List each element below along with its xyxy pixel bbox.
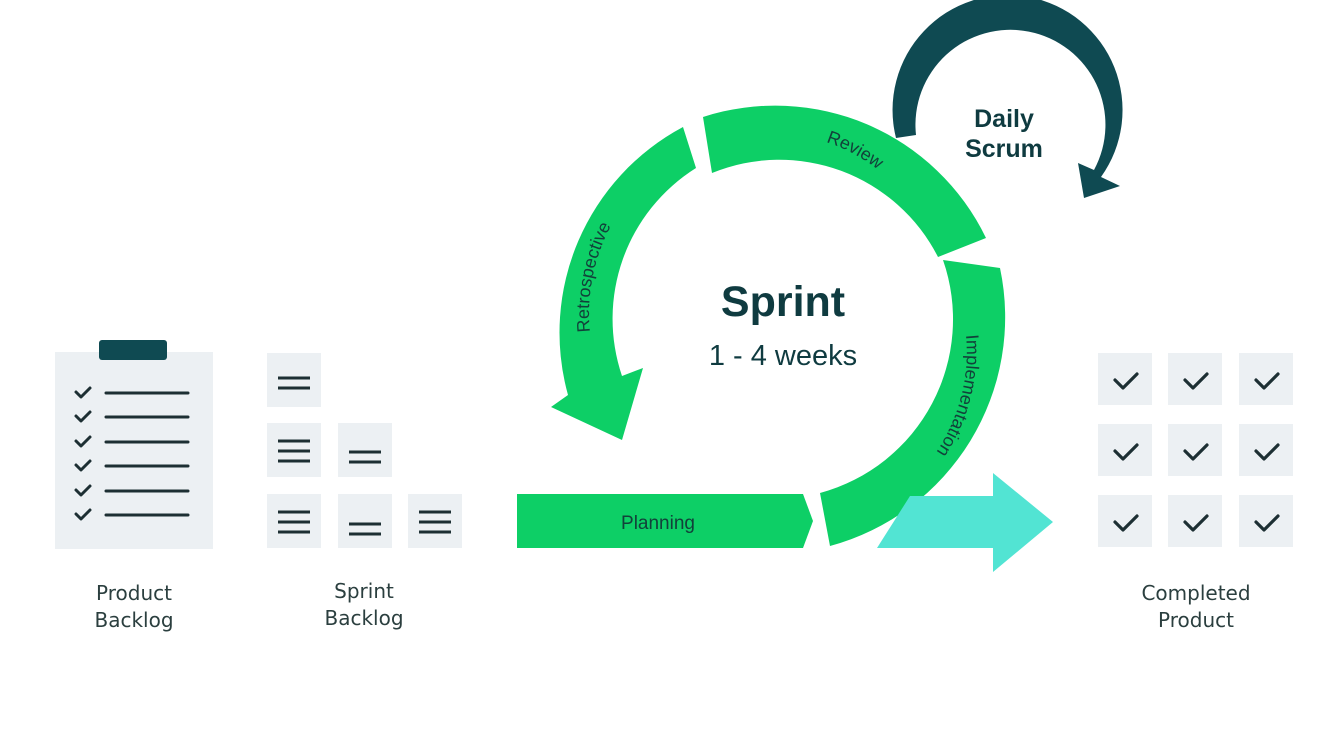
daily-scrum-arrow bbox=[892, 0, 1123, 198]
output-arrow bbox=[877, 473, 1053, 572]
sprint-title: Sprint bbox=[721, 278, 845, 326]
daily-scrum-line2: Scrum bbox=[965, 135, 1043, 163]
implementation-arc bbox=[820, 260, 1006, 546]
product-backlog-clipboard bbox=[55, 340, 213, 549]
sprint-backlog-tiles bbox=[267, 353, 462, 548]
planning-label: Planning bbox=[621, 513, 695, 534]
retrospective-arrow bbox=[551, 127, 696, 440]
sprint-backlog-label: Sprint Backlog bbox=[324, 579, 404, 630]
review-arc bbox=[703, 105, 986, 257]
completed-product-label: Completed Product bbox=[1141, 581, 1251, 632]
daily-scrum-line1: Daily bbox=[974, 105, 1034, 133]
planning-bar bbox=[517, 494, 813, 548]
sprint-duration: 1 - 4 weeks bbox=[709, 340, 857, 372]
completed-product-tiles bbox=[1098, 353, 1293, 547]
product-backlog-label: Product Backlog bbox=[94, 581, 174, 632]
clipboard-clip-icon bbox=[99, 340, 167, 360]
